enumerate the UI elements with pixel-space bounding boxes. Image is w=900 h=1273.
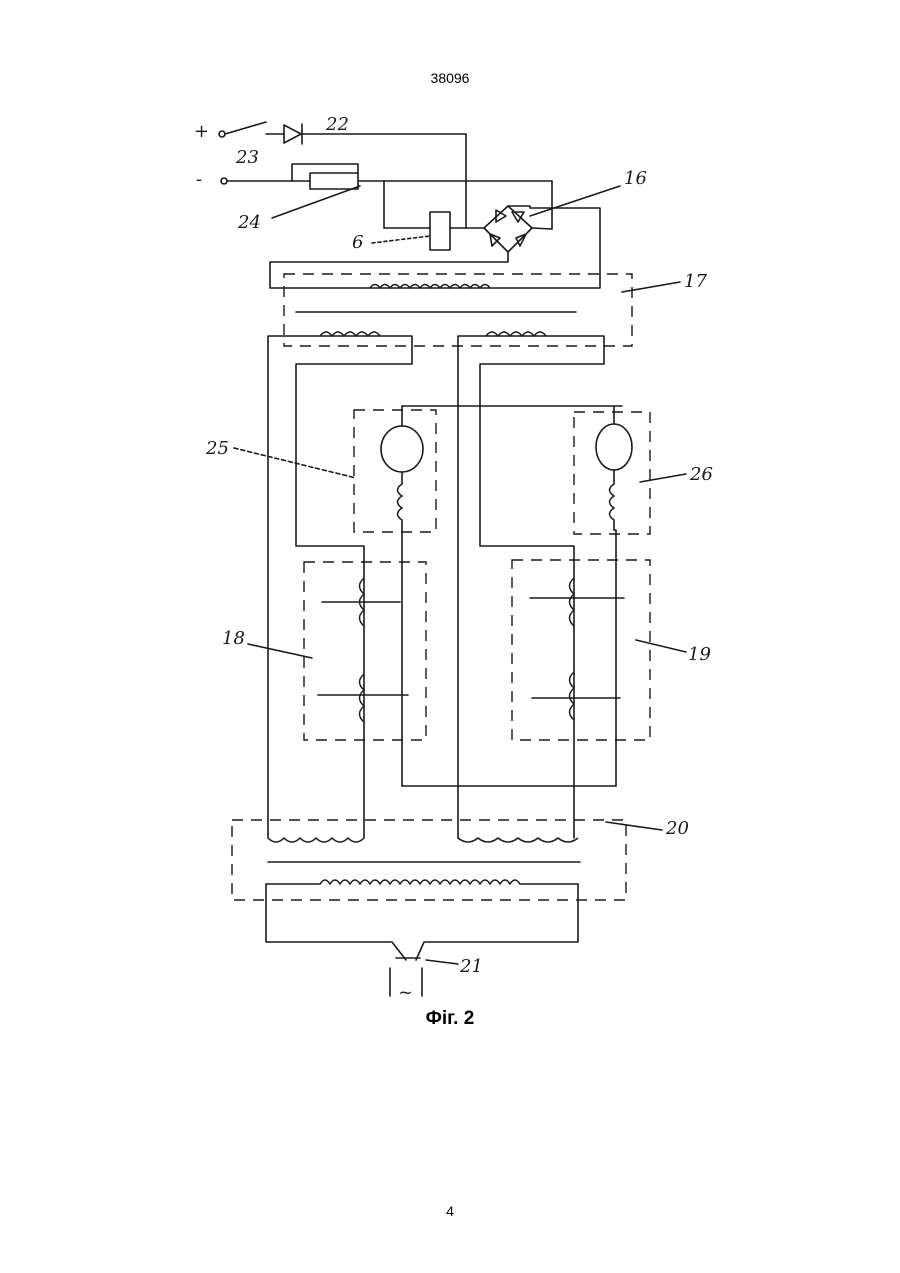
label-6: 6 bbox=[352, 232, 363, 253]
label-21: 21 bbox=[459, 956, 483, 977]
ac-source-21: ~ bbox=[390, 958, 422, 1003]
plus-terminal-label: + bbox=[194, 121, 209, 142]
motor-26 bbox=[596, 424, 632, 470]
field-winding-26 bbox=[610, 484, 615, 520]
motor-unit-26 bbox=[574, 412, 650, 534]
element-6 bbox=[430, 212, 450, 250]
switch-23 bbox=[225, 122, 266, 134]
bridge-rectifier-16 bbox=[270, 206, 600, 288]
label-18: 18 bbox=[222, 628, 245, 649]
ac-symbol: ~ bbox=[398, 982, 413, 1003]
label-19: 19 bbox=[688, 644, 711, 665]
block-18 bbox=[304, 562, 426, 740]
label-23: 23 bbox=[235, 147, 259, 168]
motor-units bbox=[354, 406, 650, 786]
diode-22 bbox=[284, 125, 301, 143]
block-19 bbox=[512, 560, 650, 740]
transformer-20 bbox=[232, 820, 626, 960]
plus-terminal bbox=[219, 131, 225, 137]
page-number: 4 bbox=[0, 1203, 900, 1219]
transformer-17 bbox=[268, 274, 632, 838]
motor-25 bbox=[381, 426, 423, 472]
label-26: 26 bbox=[689, 464, 713, 485]
minus-terminal bbox=[221, 178, 227, 184]
label-25: 25 bbox=[205, 438, 229, 459]
label-22: 22 bbox=[325, 114, 349, 135]
label-20: 20 bbox=[665, 818, 689, 839]
minus-terminal-label: - bbox=[196, 169, 202, 190]
callout-leaders bbox=[234, 186, 686, 964]
label-24: 24 bbox=[237, 212, 261, 233]
figure-caption: Фіг. 2 bbox=[0, 1008, 900, 1030]
field-winding-25 bbox=[398, 484, 403, 520]
callout-labels: 22 23 24 6 16 17 25 26 18 19 20 21 bbox=[205, 114, 713, 977]
label-17: 17 bbox=[684, 271, 707, 292]
inductor-blocks bbox=[304, 560, 650, 740]
label-16: 16 bbox=[624, 168, 647, 189]
resistor-24 bbox=[310, 173, 358, 189]
